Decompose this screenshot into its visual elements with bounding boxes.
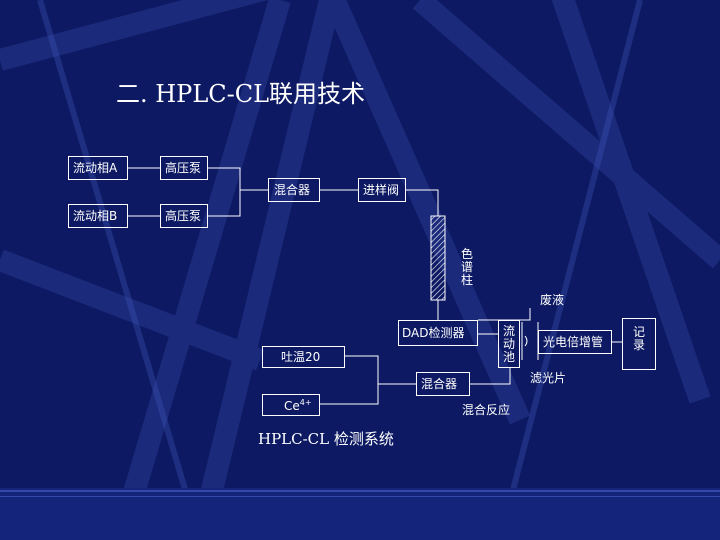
filter-label: 滤光片 bbox=[530, 371, 567, 385]
ce-label: Ce4+ bbox=[284, 398, 312, 413]
pump-a-box bbox=[160, 156, 208, 180]
mobile-phase-a-label: 流动相A bbox=[73, 161, 118, 175]
recorder-box bbox=[622, 318, 656, 370]
injection-valve-box bbox=[358, 178, 406, 202]
tween-box bbox=[262, 346, 345, 368]
recorder-label: 记录 bbox=[632, 325, 645, 352]
mobile-phase-a-box bbox=[68, 156, 128, 180]
mobile-phase-b-box bbox=[68, 204, 128, 228]
ce-symbol: Ce bbox=[284, 399, 300, 413]
mixing-reaction-label: 混合反应 bbox=[462, 403, 511, 417]
ce-charge: 4+ bbox=[299, 398, 312, 407]
flow-cell-box bbox=[498, 320, 520, 368]
pump-b-box bbox=[160, 204, 208, 228]
pmt-box bbox=[538, 330, 612, 354]
injection-valve-label: 进样阀 bbox=[363, 183, 400, 197]
flow-cell-label: 流动池 bbox=[502, 324, 515, 364]
diagram-caption: HPLC-CL 检测系统 bbox=[258, 430, 394, 448]
mixer-top-box bbox=[268, 178, 320, 202]
mixer-top-label: 混合器 bbox=[274, 183, 311, 197]
mixer-bottom-label: 混合器 bbox=[421, 377, 458, 391]
mobile-phase-b-label: 流动相B bbox=[73, 209, 118, 223]
ce-box bbox=[262, 394, 320, 416]
dad-detector-label: DAD检测器 bbox=[402, 326, 465, 340]
pmt-label: 光电倍增管 bbox=[543, 335, 604, 349]
waste-label: 废液 bbox=[540, 293, 565, 307]
column-label: 色谱柱 bbox=[460, 247, 473, 287]
pump-a-label: 高压泵 bbox=[165, 161, 202, 175]
pump-b-label: 高压泵 bbox=[165, 209, 202, 223]
slide-title: 二. HPLC-CL联用技术 bbox=[116, 80, 366, 108]
tween-label: 吐温20 bbox=[281, 350, 321, 364]
column-body bbox=[430, 215, 446, 301]
mixer-bottom-box bbox=[416, 372, 470, 396]
dad-detector-box bbox=[398, 320, 478, 346]
